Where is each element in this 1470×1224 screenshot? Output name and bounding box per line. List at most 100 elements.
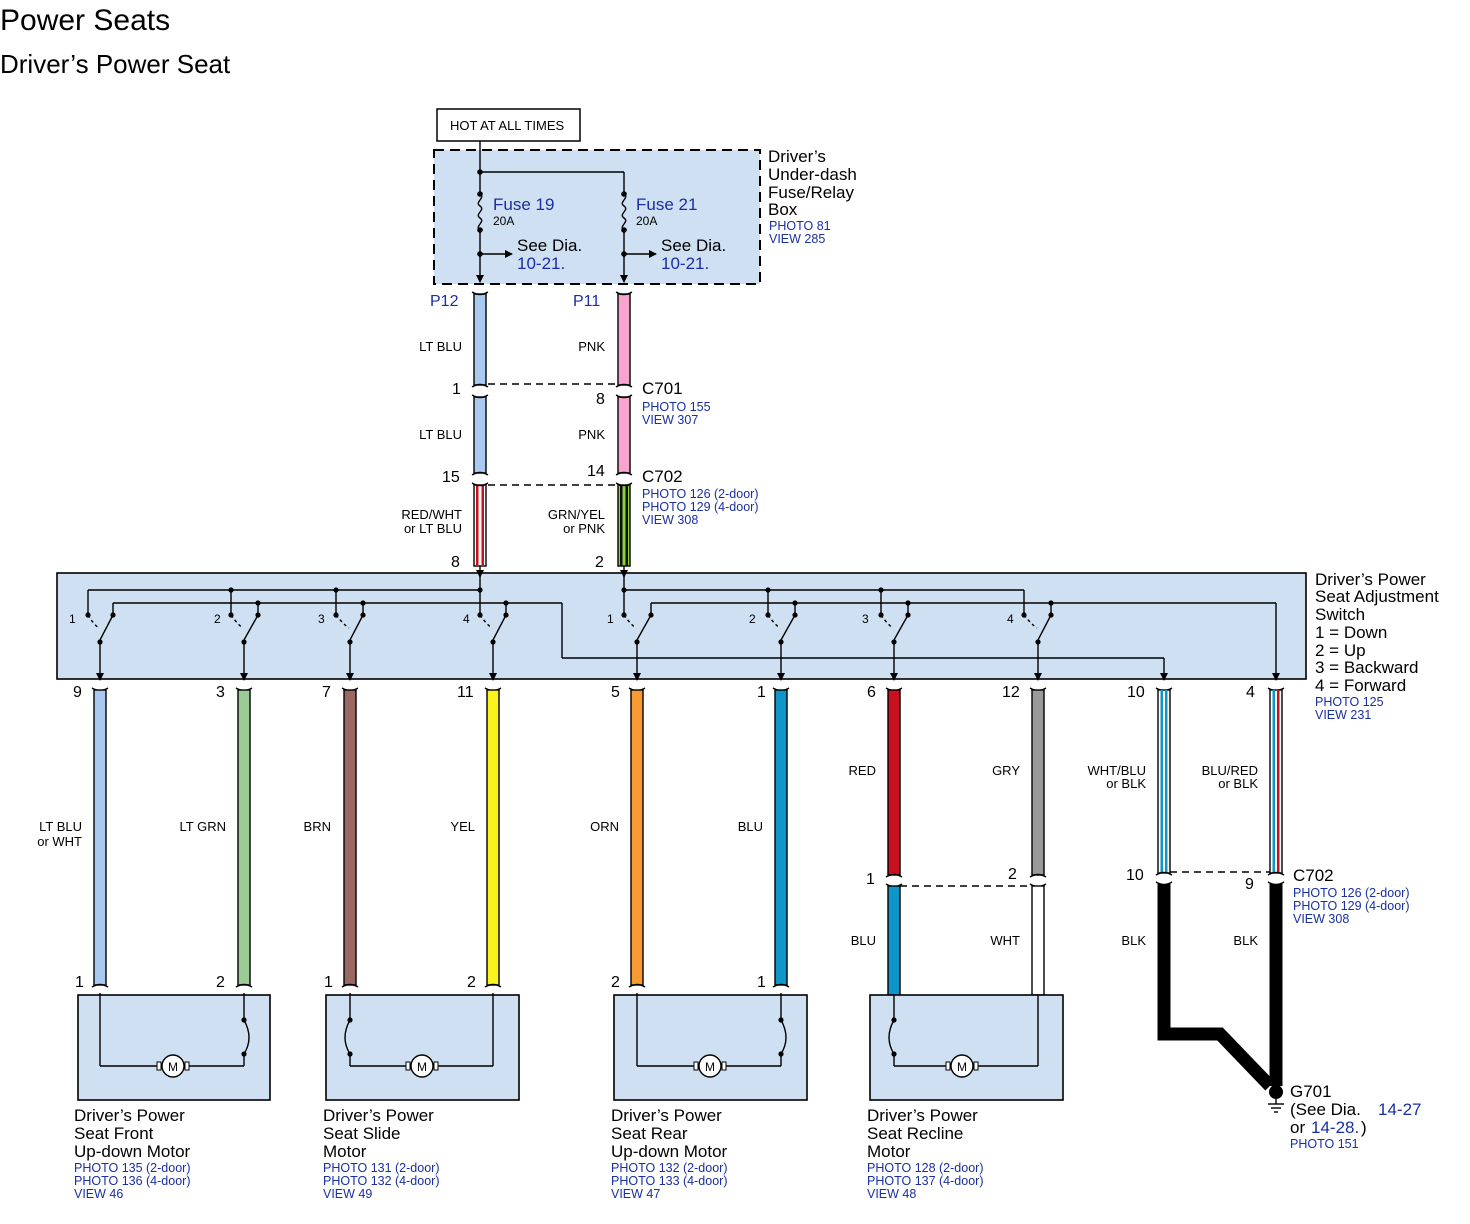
wire-lt-blu-1: LT BLU <box>419 339 462 354</box>
ground-or: or <box>1290 1118 1305 1137</box>
switch-legend-down: 1 = Down <box>1315 623 1387 642</box>
motor-4-ref-1: PHOTO 128 (2-door) <box>867 1161 983 1175</box>
recline-pin-left: 1 <box>866 871 875 888</box>
switch-input-pin-8: 8 <box>451 554 460 571</box>
contact-number: 4 <box>463 612 470 626</box>
wire-connector-cap <box>235 983 253 988</box>
motor-pin: 1 <box>324 974 333 991</box>
motor-pin: 1 <box>75 974 84 991</box>
wire-color-label: or BLK <box>1106 776 1146 791</box>
wire-connector-cap <box>1155 871 1173 876</box>
c702-bottom-pin-left: 10 <box>1126 867 1144 884</box>
wire-connector-cap <box>341 983 359 988</box>
wire-color-label: LT GRN <box>180 819 226 834</box>
wire-color-label: WHT/BLU <box>1088 763 1147 778</box>
motor-2-name-1: Driver’s Power <box>323 1106 434 1125</box>
contact-number: 3 <box>318 612 325 626</box>
contact-number: 1 <box>69 612 76 626</box>
c701-ref-2: VIEW 307 <box>642 413 698 427</box>
fuse-19-dia-link[interactable]: 10-21. <box>517 254 565 273</box>
motor-symbol-label: M <box>705 1060 715 1074</box>
switch-legend-backward: 3 = Backward <box>1315 658 1418 677</box>
wire-stripe <box>1272 690 1275 873</box>
wire-stripe <box>1277 690 1280 873</box>
ground-see: (See Dia. <box>1290 1100 1361 1119</box>
switch-pin: 3 <box>216 684 225 701</box>
wire-connector-cap <box>1029 873 1047 878</box>
wire <box>1031 689 1045 876</box>
fuse-box-name-4: Box <box>768 200 798 219</box>
switch-pin: 10 <box>1127 684 1145 701</box>
switch-pin: 12 <box>1002 684 1020 701</box>
c702-bottom-ref-1: PHOTO 126 (2-door) <box>1293 886 1409 900</box>
motor-2-name-2: Seat Slide <box>323 1124 401 1143</box>
wire-color-label: LT BLU <box>39 819 82 834</box>
connector-p12: P12 <box>430 293 459 310</box>
ground-dia-link-2[interactable]: 14-28. <box>1311 1118 1359 1137</box>
motor-icon: M <box>693 1054 727 1078</box>
motor-3-ref-2: PHOTO 133 (4-door) <box>611 1174 727 1188</box>
motor-1-ref-1: PHOTO 135 (2-door) <box>74 1161 190 1175</box>
wire-grn-yel-2: or PNK <box>563 521 605 536</box>
motor-2-name-3: Motor <box>323 1142 367 1161</box>
motor-pin: 2 <box>611 974 620 991</box>
switch-ref-2: VIEW 231 <box>1315 708 1371 722</box>
motor-symbol-label: M <box>417 1060 427 1074</box>
wire-pnk-2: PNK <box>578 427 605 442</box>
motor-symbol-label: M <box>957 1060 967 1074</box>
ground-dia-link-1[interactable]: 14-27 <box>1378 1100 1421 1119</box>
fuse-box-name-3: Fuse/Relay <box>768 183 854 202</box>
lower-wires <box>91 687 1285 1091</box>
wire-color-label: BLK <box>1233 933 1258 948</box>
fuse-box-ref-2: VIEW 285 <box>769 232 825 246</box>
wire-connector-cap <box>628 983 646 988</box>
motor-1-ref-2: PHOTO 136 (4-door) <box>74 1174 190 1188</box>
wire-red-wht-1: RED/WHT <box>401 507 462 522</box>
wire-connector-cap <box>885 873 903 878</box>
c701-pin-left: 1 <box>452 381 461 398</box>
motor-4-ref-2: PHOTO 137 (4-door) <box>867 1174 983 1188</box>
c702-top-pin-right: 14 <box>587 463 605 480</box>
motor-3-name-1: Driver’s Power <box>611 1106 722 1125</box>
motor-3-ref-1: PHOTO 132 (2-door) <box>611 1161 727 1175</box>
wire-color-label: GRY <box>992 763 1020 778</box>
wire <box>237 689 251 986</box>
fuse-21-dia-link[interactable]: 10-21. <box>661 254 709 273</box>
switch-legend-up: 2 = Up <box>1315 641 1366 660</box>
motor-icon: M <box>156 1054 190 1078</box>
page-subtitle: Driver’s Power Seat <box>0 49 231 79</box>
motor-1-name-2: Seat Front <box>74 1124 154 1143</box>
wire <box>887 885 901 996</box>
wire <box>486 689 500 986</box>
contact-number: 2 <box>749 612 756 626</box>
fuse-19-icon <box>477 193 483 231</box>
motor-pin: 2 <box>216 974 225 991</box>
switch-pin: 7 <box>322 684 331 701</box>
motor-4-name-3: Motor <box>867 1142 911 1161</box>
wire-color-label: BLU <box>738 819 763 834</box>
c702-bottom-ref-3: VIEW 308 <box>1293 912 1349 926</box>
fuse-21-see: See Dia. <box>661 236 726 255</box>
motor-2-ref-1: PHOTO 131 (2-door) <box>323 1161 439 1175</box>
c701-ref-1: PHOTO 155 <box>642 400 711 414</box>
wire-color-label: BLK <box>1121 933 1146 948</box>
wire <box>1157 689 1171 874</box>
c702-bottom-pin-right: 9 <box>1245 876 1254 893</box>
fuse-box-ref-1: PHOTO 81 <box>769 219 831 233</box>
motor-4-name-2: Seat Recline <box>867 1124 963 1143</box>
switch-pin: 9 <box>73 684 82 701</box>
wire-lt-blu-2: LT BLU <box>419 427 462 442</box>
seat-adjustment-switch <box>56 566 1307 681</box>
ground-ref: PHOTO 151 <box>1290 1137 1359 1151</box>
c701-label: C701 <box>642 379 683 398</box>
c702-top-ref-2: PHOTO 129 (4-door) <box>642 500 758 514</box>
wire <box>1269 689 1283 874</box>
ground-icon <box>1268 1085 1284 1113</box>
c702-bottom-ref-2: PHOTO 129 (4-door) <box>1293 899 1409 913</box>
wire <box>887 689 901 876</box>
wire-color-label: or WHT <box>37 834 82 849</box>
fuse-21-label: Fuse 21 <box>636 195 697 214</box>
wire-color-label: BRN <box>304 819 331 834</box>
contact-number: 3 <box>862 612 869 626</box>
motor-1-name-1: Driver’s Power <box>74 1106 185 1125</box>
